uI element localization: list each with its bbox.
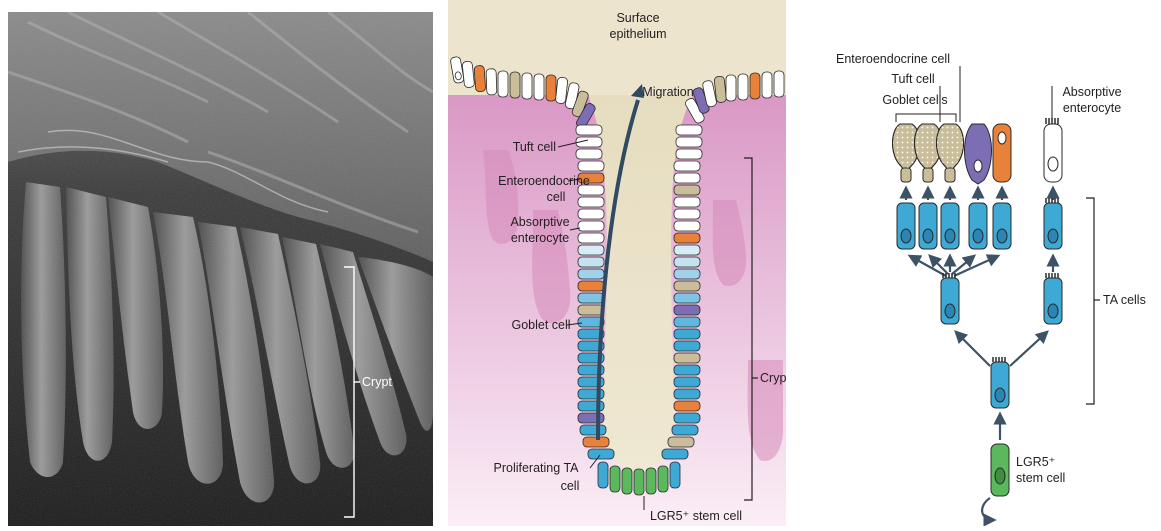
crypt-schematic-panel: Surface epithelium Migration Tuft cell E… <box>448 0 786 526</box>
ta-cells-row-middle <box>941 273 1062 324</box>
absorptive-label-2: enterocyte <box>511 231 569 245</box>
lineage-goblet-label: Goblet cells <box>882 93 947 107</box>
enteroendocrine-label-2: cell <box>547 190 566 204</box>
lineage-tuft-label: Tuft cell <box>891 72 934 86</box>
sem-micrograph-panel: Crypt <box>8 12 433 526</box>
surface-label-2: epithelium <box>610 27 667 41</box>
enteroendocrine-cell <box>993 124 1011 182</box>
tuft-cell-label: Tuft cell <box>513 140 556 154</box>
lineage-stem-label-2: stem cell <box>1016 471 1065 485</box>
lineage-enteroendocrine-label: Enteroendocrine cell <box>836 52 950 66</box>
goblet-cell-label: Goblet cell <box>511 318 570 332</box>
absorptive-label-1: Absorptive <box>510 215 569 229</box>
ta-cell-bottom <box>991 357 1009 408</box>
stem-cell-label: LGR5⁺ stem cell <box>650 509 742 523</box>
ta-cells-row-top <box>897 198 1062 249</box>
lineage-tree-panel: Enteroendocrine cell Tuft cell Goblet ce… <box>790 0 1161 526</box>
proliferating-ta-label-2: cell <box>561 479 580 493</box>
crypt-schematic: Surface epithelium Migration Tuft cell E… <box>448 0 786 526</box>
lineage-absorptive-label-2: enterocyte <box>1063 101 1121 115</box>
differentiation-arrows <box>906 188 1053 200</box>
proliferating-ta-label-1: Proliferating TA <box>494 461 580 475</box>
ta-branch-arrows-top <box>910 256 1053 276</box>
ta-cells-label: TA cells <box>1103 293 1146 307</box>
surface-label-1: Surface <box>616 11 659 25</box>
sem-crypt-label: Crypt <box>362 375 392 389</box>
lgr5-stem-cell <box>991 444 1009 496</box>
migration-label: Migration <box>642 85 693 99</box>
sem-micrograph: Crypt <box>8 12 433 526</box>
differentiated-cells <box>893 118 1063 184</box>
lineage-tree: Enteroendocrine cell Tuft cell Goblet ce… <box>790 0 1161 526</box>
enteroendocrine-label-1: Enteroendocrine <box>498 174 590 188</box>
lineage-absorptive-label-1: Absorptive <box>1062 85 1121 99</box>
goblet-cell-3 <box>937 124 964 182</box>
lineage-stem-label-1: LGR5⁺ <box>1016 455 1055 469</box>
crypt-label: Crypt <box>760 371 786 385</box>
self-renewal-arrow <box>982 498 994 520</box>
ta-cells-bracket <box>1086 198 1094 404</box>
tuft-cell <box>965 124 992 184</box>
absorptive-enterocyte-cell <box>1044 118 1062 182</box>
